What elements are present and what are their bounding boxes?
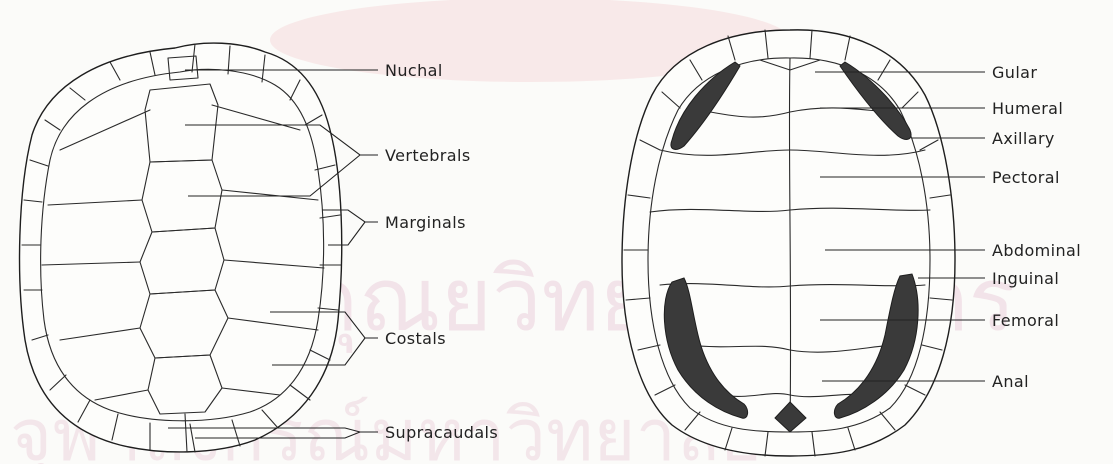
label-gular: Gular (992, 63, 1037, 82)
label-anal: Anal (992, 372, 1029, 391)
label-femoral: Femoral (992, 311, 1059, 330)
label-costals: Costals (385, 329, 446, 348)
label-axillary: Axillary (992, 129, 1055, 148)
label-vertebrals: Vertebrals (385, 146, 471, 165)
label-inguinal: Inguinal (992, 269, 1059, 288)
label-nuchal: Nuchal (385, 61, 443, 80)
carapace (20, 43, 342, 452)
label-humeral: Humeral (992, 99, 1063, 118)
carapace-outline (20, 43, 342, 452)
label-supracaudals: Supracaudals (385, 423, 498, 442)
label-abdominal: Abdominal (992, 241, 1081, 260)
label-marginals: Marginals (385, 213, 466, 232)
label-pectoral: Pectoral (992, 168, 1060, 187)
plastron (622, 30, 955, 456)
plastron-outline (622, 30, 955, 456)
